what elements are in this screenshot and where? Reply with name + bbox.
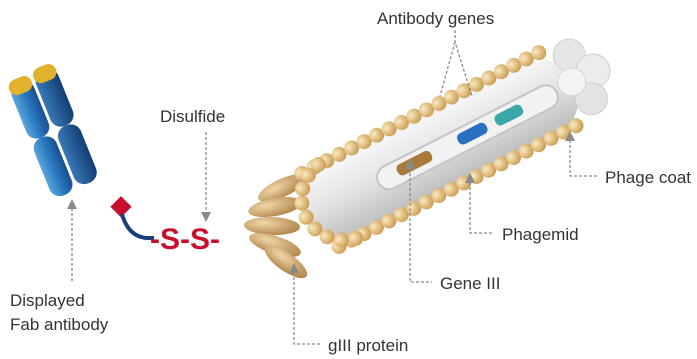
- disulfide-bond-label: -S-S-: [150, 223, 220, 256]
- phage-particle-icon: [244, 20, 631, 284]
- phage-coat-label: Phage coat: [605, 168, 691, 187]
- disulfide-label: Disulfide: [160, 107, 225, 126]
- antibody-genes-label: Antibody genes: [377, 9, 494, 28]
- gene-iii-label: Gene III: [440, 274, 500, 293]
- giii-protein-label: gIII protein: [328, 336, 408, 355]
- phagemid-label: Phagemid: [502, 225, 579, 244]
- fab-antibody-icon: [6, 62, 154, 238]
- displayed-label-line2: Fab antibody: [10, 315, 109, 334]
- displayed-label-line1: Displayed: [10, 291, 85, 310]
